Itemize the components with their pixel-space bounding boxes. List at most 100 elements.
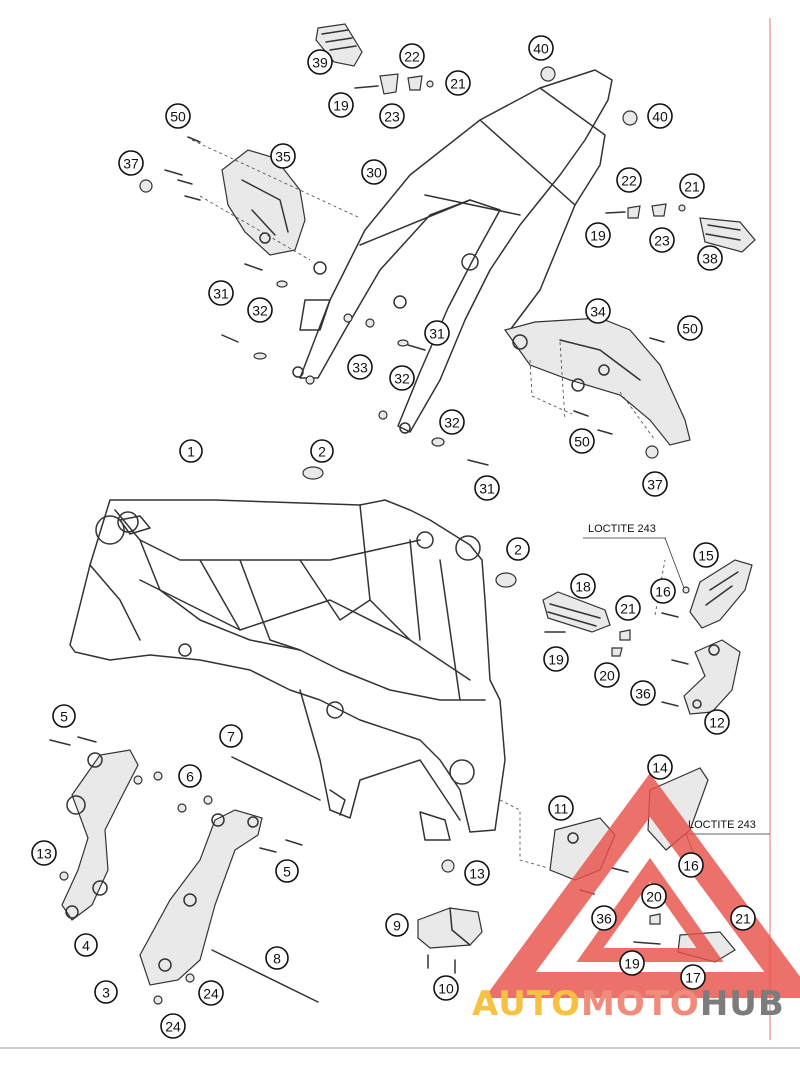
- callout-circle: [179, 439, 203, 463]
- callout-c50c: 50: [569, 428, 595, 454]
- callout-circle: [616, 167, 642, 193]
- loctite-note-2-text: LOCTITE 243: [688, 819, 756, 831]
- callout-c21a: 21: [445, 70, 471, 96]
- callout-label: 23: [384, 109, 400, 125]
- callout-c20b: 20: [641, 883, 667, 909]
- callout-circle: [548, 795, 574, 821]
- callout-label: 30: [366, 165, 382, 181]
- callout-c21c: 21: [615, 595, 641, 621]
- callout-label: 1: [187, 444, 195, 460]
- nuts-33: [305, 313, 388, 420]
- callout-c11: 11: [548, 795, 574, 821]
- callout-circle: [730, 905, 756, 931]
- callout-c38: 38: [697, 245, 723, 271]
- callout-circle: [594, 662, 620, 688]
- callout-label: 50: [574, 434, 590, 450]
- callout-label: 36: [596, 911, 612, 927]
- callout-circle: [178, 764, 202, 788]
- callout-circle: [642, 471, 668, 497]
- callout-label: 38: [702, 251, 718, 267]
- callout-circle: [424, 320, 450, 346]
- callout-label: 16: [655, 584, 671, 600]
- callout-circle: [464, 860, 490, 886]
- callout-circle: [399, 43, 425, 69]
- callout-circle: [570, 573, 596, 599]
- callout-label: 24: [203, 986, 219, 1002]
- callout-label: 22: [404, 49, 420, 65]
- callout-c2b: 2: [506, 537, 530, 561]
- callout-c16a: 16: [650, 578, 676, 604]
- callout-label: 39: [312, 55, 328, 71]
- callout-circle: [647, 103, 673, 129]
- callout-label: 7: [227, 729, 235, 745]
- callout-circle: [52, 704, 76, 728]
- callout-label: 5: [60, 709, 68, 725]
- footpeg-18: [542, 591, 611, 633]
- callout-c24b: 24: [160, 1013, 186, 1039]
- callout-c34: 34: [585, 298, 611, 324]
- callout-label: 19: [333, 98, 349, 114]
- callout-c37a: 37: [118, 150, 144, 176]
- engine-mount-3: [139, 809, 263, 986]
- footpeg-39: [315, 23, 363, 67]
- callout-c33: 33: [347, 354, 373, 380]
- callout-label: 31: [429, 326, 445, 342]
- engine-mount-4: [61, 749, 139, 921]
- callout-label: 34: [590, 304, 606, 320]
- callout-c31a: 31: [208, 280, 234, 306]
- callout-c15: 15: [693, 542, 719, 568]
- callout-label: 9: [393, 918, 401, 934]
- callout-label: 40: [533, 41, 549, 57]
- callout-c36a: 36: [630, 680, 656, 706]
- callout-circle: [310, 439, 334, 463]
- callout-circle: [641, 883, 667, 909]
- callout-circle: [585, 298, 611, 324]
- callout-circle: [543, 646, 569, 672]
- callout-c50a: 50: [165, 103, 191, 129]
- callout-c18: 18: [570, 573, 596, 599]
- callout-c36b: 36: [591, 905, 617, 931]
- callout-c6: 6: [178, 764, 202, 788]
- callout-label: 17: [685, 970, 701, 986]
- callout-c40a: 40: [528, 35, 554, 61]
- callout-label: 32: [444, 415, 460, 431]
- callout-c9: 9: [385, 913, 409, 937]
- callout-label: 16: [683, 858, 699, 874]
- callout-c12: 12: [704, 709, 730, 735]
- callout-c19b: 19: [585, 222, 611, 248]
- callout-label: 36: [635, 686, 651, 702]
- callout-c10: 10: [433, 975, 459, 1001]
- callout-label: 19: [548, 652, 564, 668]
- callout-circle: [704, 709, 730, 735]
- callout-c24a: 24: [198, 980, 224, 1006]
- callout-label: 32: [252, 303, 268, 319]
- callout-circle: [118, 150, 144, 176]
- callout-circle: [679, 173, 705, 199]
- callout-circle: [615, 595, 641, 621]
- callout-circle: [506, 537, 530, 561]
- callout-label: 19: [590, 228, 606, 244]
- callout-circle: [528, 35, 554, 61]
- callout-label: 21: [684, 179, 700, 195]
- callout-circle: [585, 222, 611, 248]
- loctite-note-1-text: LOCTITE 243: [588, 523, 656, 535]
- callout-circle: [693, 542, 719, 568]
- bolts-left-cluster: [139, 136, 288, 360]
- watermark-text-hub: HUB: [700, 984, 785, 1024]
- callout-label: 12: [709, 715, 725, 731]
- callout-label: 31: [479, 481, 495, 497]
- callout-circle: [328, 92, 354, 118]
- callout-c31b: 31: [424, 320, 450, 346]
- callout-c7: 7: [219, 724, 243, 748]
- callout-label: 23: [654, 233, 670, 249]
- callout-label: 21: [620, 601, 636, 617]
- callout-c2a: 2: [310, 439, 334, 463]
- callout-c23a: 23: [379, 103, 405, 129]
- callout-circle: [619, 950, 645, 976]
- callout-label: 15: [698, 548, 714, 564]
- callout-c19d: 19: [619, 950, 645, 976]
- rubber-40a: [540, 66, 556, 82]
- callout-label: 21: [450, 76, 466, 92]
- callout-c13b: 13: [464, 860, 490, 886]
- callout-circle: [247, 297, 273, 323]
